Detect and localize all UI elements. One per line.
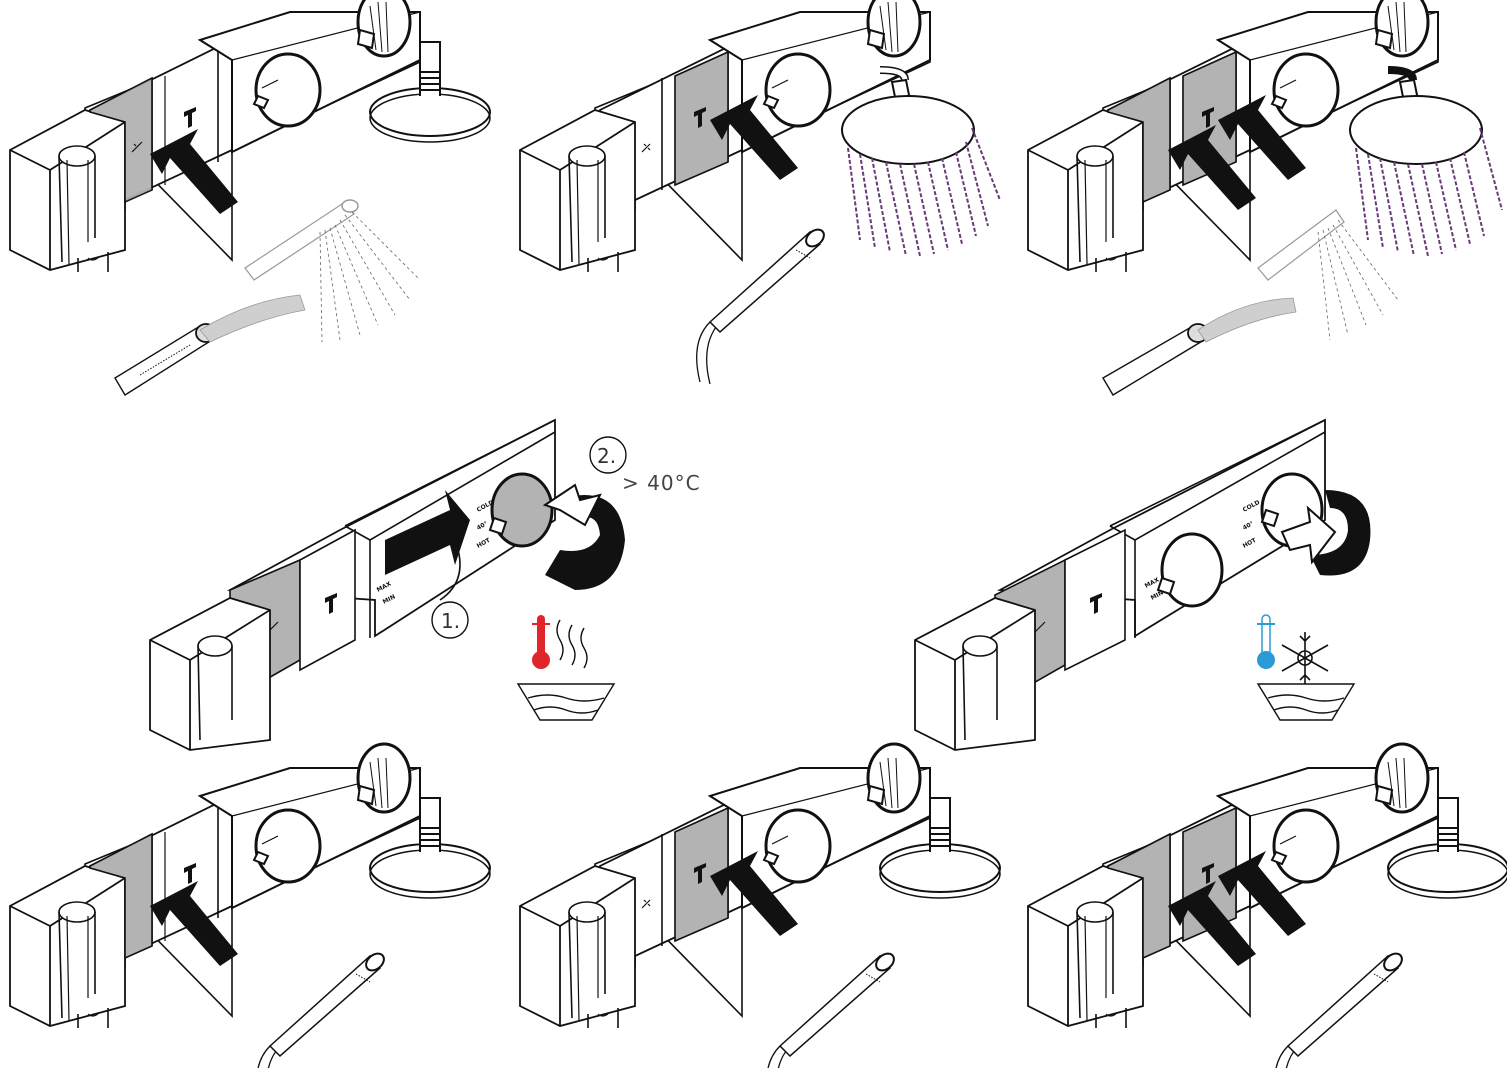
panel-hand-shower-top xyxy=(10,0,490,395)
panel-overhead-shower-bottom xyxy=(520,744,1000,1068)
temperature-note: > 40°C xyxy=(622,471,701,495)
step-2-label: 2. xyxy=(597,444,616,468)
water-basin-icon xyxy=(1258,684,1354,720)
snowflake-icon xyxy=(1282,632,1328,684)
panel-cold-setting: MAX MIN COLD 40° HOT xyxy=(915,420,1370,750)
hot-thermometer-icon xyxy=(532,615,550,669)
hand-shower-spray xyxy=(115,200,420,395)
panel-both-top xyxy=(1028,0,1502,395)
rotate-arrow-icon xyxy=(545,485,625,590)
panel-hand-shower-bottom xyxy=(10,744,490,1068)
panel-hot-setting: COLD 40° HOT MAX MIN 1. 2. > 40°C xyxy=(150,420,701,750)
step-1-label: 1. xyxy=(441,609,460,633)
cold-thermometer-icon xyxy=(1257,615,1275,669)
temperature-dial xyxy=(492,474,552,546)
water-basin-icon xyxy=(518,684,614,720)
panel-overhead-shower-top xyxy=(520,0,1000,384)
steam-icon xyxy=(557,620,587,668)
panel-both-bottom xyxy=(1028,744,1507,1068)
overhead-shower-spray xyxy=(842,70,1000,256)
